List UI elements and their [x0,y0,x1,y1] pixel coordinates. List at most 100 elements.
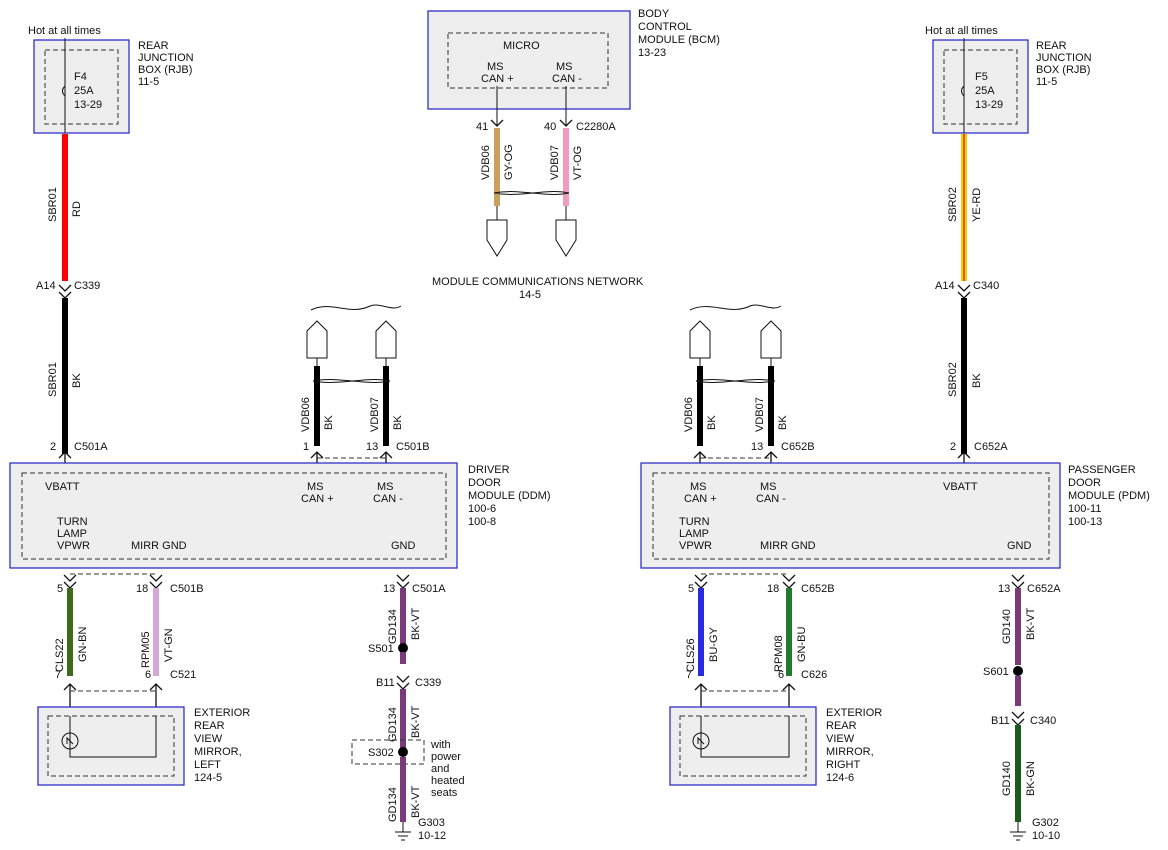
pdm-turn-label-1: TURN [679,516,710,528]
network-ref: 14-5 [519,289,541,301]
wire-gd134-a-circuit: GD134 [387,609,399,644]
note-line-1: with [430,739,451,751]
conn-l-pin6: 6 [145,669,151,681]
ddm-can2-label-1: MS [377,481,394,493]
mirror-right-box[interactable] [669,706,817,786]
wire-gd134-c-color: BK-VT [410,785,422,818]
ddm-box[interactable] [9,462,458,569]
conn-l-c501b: C501B [170,583,204,595]
wire-sbr02-bk-circuit: SBR02 [947,362,959,397]
pdm-can2-label-1: MS [760,481,777,493]
wire-rpm05-color: VT-GN [163,628,175,662]
rjb-right-title-3: BOX (RJB) [1036,64,1090,76]
conn-l-pin7: 7 [55,669,61,681]
pdm-box[interactable] [640,462,1061,569]
wire-cls22-circuit: CLS22 [54,638,66,672]
wire-vdb07-pdm-circuit: VDB07 [754,397,766,432]
ddm-gnd-label: GND [391,540,416,552]
conn-b11-right: B11 [991,715,1010,727]
ground-g302-ref: 10-10 [1032,830,1060,842]
conn-r-pin6: 6 [778,669,784,681]
pdm-can2-label-2: CAN - [756,493,786,505]
splice-s601 [1013,666,1023,676]
rjb-right-title-1: REAR [1036,40,1067,52]
bcm-micro-label: MICRO [503,40,540,52]
mirror-right-title-6: 124-6 [826,772,854,784]
wire-gd140-a-color: BK-VT [1025,607,1037,640]
wire-sbr01-rd-circuit: SBR01 [47,187,59,222]
wire-sbr01-bk-circuit: SBR01 [47,362,59,397]
conn-ddm-pin2: 2 [50,441,56,453]
wire-vdb06-ddm-color: BK [323,415,335,430]
rjb-right-fuse-ref: 13-29 [975,99,1003,111]
mirror-left-title-2: REAR [194,720,225,732]
rjb-left-title-1: REAR [138,40,169,52]
conn-ddm-pin13: 13 [366,441,378,453]
splice-s601-label: S601 [983,666,1009,678]
wire-sbr01-rd-color: RD [71,201,83,217]
ddm-turn-label-3: VPWR [57,540,90,552]
conn-l-pin18: 18 [136,583,148,595]
wire-vdb07-ddm-circuit: VDB07 [369,397,381,432]
wire-vdb06-bcm-color: GY-OG [503,144,515,180]
conn-gnd-c501a: C501A [412,583,446,595]
mirror-right-title-3: VIEW [826,733,855,745]
wire-sbr02-top-color: YE-RD [971,188,983,222]
rjb-left-fuse-amp: 25A [74,85,94,97]
mirror-right-title-1: EXTERIOR [826,707,882,719]
wire-vdb06-bcm-circuit: VDB06 [480,145,492,180]
pdm-gnd-label: GND [1007,540,1032,552]
conn-ddm-c501b: C501B [396,441,430,453]
note-line-5: seats [431,787,458,799]
rjb-right-box[interactable] [932,39,1029,134]
mirror-left-title-4: MIRROR, [194,746,242,758]
splice-s302 [398,747,408,757]
conn-r-c652b: C652B [801,583,835,595]
ground-g303-icon [395,831,411,841]
conn-r-pin7: 7 [686,669,692,681]
mirror-left-box[interactable] [37,706,185,786]
pdm-title-1: PASSENGER [1068,464,1136,476]
mirror-right-title-2: REAR [826,720,857,732]
ground-g303-ref: 10-12 [418,830,446,842]
wire-rpm05-circuit: RPM05 [140,631,152,668]
conn-r-pin18: 18 [767,583,779,595]
ddm-can1-label-1: MS [307,481,324,493]
mirror-left-title-3: VIEW [194,733,223,745]
conn-a14-right: A14 [935,280,955,292]
rjb-right-fuse-id: F5 [975,71,988,83]
conn-bcm-41: 41 [476,121,488,133]
ddm-can1-label-2: CAN + [301,493,334,505]
wire-gd134-b-color: BK-VT [410,705,422,738]
bcm-pin1-label-2: CAN + [481,73,514,85]
conn-gnd13-left: 13 [383,583,395,595]
conn-bcm-c2280a: C2280A [576,121,616,133]
wire-gd134-b-circuit: GD134 [387,707,399,742]
ddm-title-5: 100-8 [468,516,496,528]
conn-l-c521: C521 [170,669,196,681]
conn-gnd13-right: 13 [998,583,1010,595]
conn-b11-left: B11 [376,677,395,689]
mirror-right-title-4: MIRROR, [826,746,874,758]
ddm-turn-label-1: TURN [57,516,88,528]
wire-sbr02-bk-color: BK [971,373,983,388]
wire-vdb07-ddm-color: BK [392,415,404,430]
s302-option-box [351,739,425,765]
rjb-left-fuse-id: F4 [74,71,87,83]
wire-gd134-a-color: BK-VT [410,607,422,640]
wire-vdb07-bcm-circuit: VDB07 [549,145,561,180]
rjb-left-box[interactable] [33,39,130,134]
conn-c339-left: C339 [74,280,100,292]
wire-rpm08-color: GN-BU [796,627,808,663]
ground-g303-label: G303 [418,817,445,829]
bcm-box[interactable] [427,10,631,110]
wire-gd134-c-circuit: GD134 [387,787,399,822]
ddm-title-2: DOOR [468,477,501,489]
mirror-left-title-1: EXTERIOR [194,707,250,719]
mirror-right-title-5: RIGHT [826,759,861,771]
wire-sbr01-bk-color: BK [71,373,83,388]
conn-gnd-c652a: C652A [1027,583,1061,595]
wire-gd140-b-circuit: GD140 [1001,761,1013,796]
rjb-right-fuse-amp: 25A [975,85,995,97]
